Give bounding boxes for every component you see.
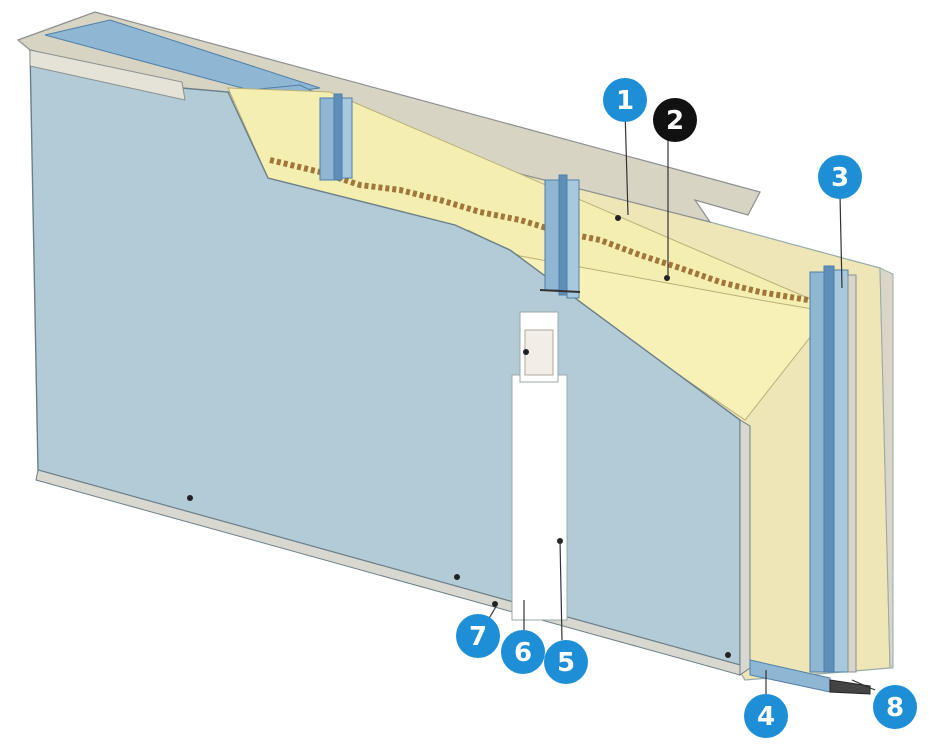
callout-4: 4 (744, 694, 788, 738)
callout-8: 8 (873, 685, 917, 729)
callout-2: 2 (653, 98, 697, 142)
steel-stud-3 (809, 265, 857, 673)
screw (523, 349, 529, 355)
screw (725, 652, 731, 658)
joint-compound-patch (524, 329, 554, 376)
screw (664, 275, 670, 281)
callout-1-label: 1 (616, 86, 634, 116)
steel-stud-2 (539, 174, 581, 299)
callout-7: 7 (456, 614, 500, 658)
insulation-torn-edge (269, 157, 809, 303)
rear-board-edge (879, 267, 894, 669)
callout-6-label: 6 (514, 638, 532, 668)
screw (615, 215, 621, 221)
callout-6: 6 (501, 630, 545, 674)
callout-3-label: 3 (831, 163, 849, 193)
floor-seal (829, 679, 871, 695)
screw (492, 601, 498, 607)
callout-3: 3 (818, 155, 862, 199)
callout-5-label: 5 (557, 648, 575, 678)
screw (454, 574, 460, 580)
callout-7-label: 7 (469, 622, 487, 652)
screw (187, 495, 193, 501)
callout-1: 1 (603, 78, 647, 122)
ceiling-track-steel (44, 19, 321, 96)
callout-4-label: 4 (757, 702, 775, 732)
joint-tape (511, 374, 568, 621)
leader-lines (487, 109, 876, 695)
front-board-right-edge (739, 419, 751, 676)
callout-8-label: 8 (886, 693, 904, 723)
front-board-top-cap (29, 49, 186, 101)
steel-stud-1 (319, 93, 353, 181)
callout-5: 5 (544, 640, 588, 684)
callout-2-label: 2 (666, 106, 684, 136)
